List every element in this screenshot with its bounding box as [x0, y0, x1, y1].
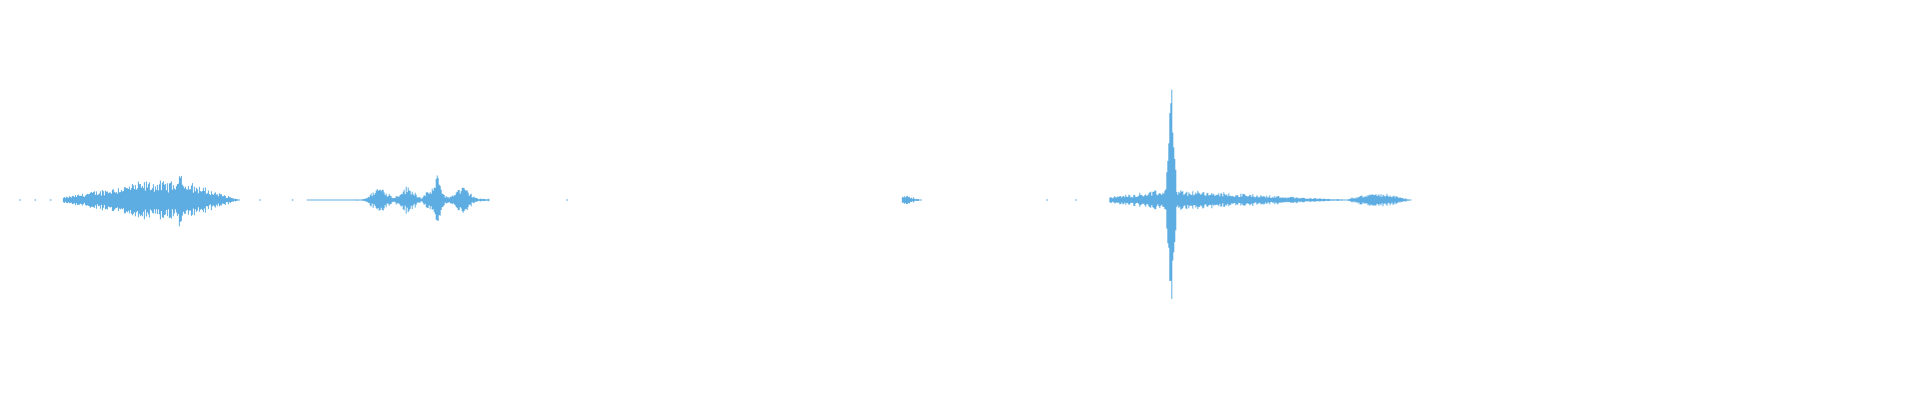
waveform-segment-3: [901, 195, 922, 205]
waveform-layer: [19, 89, 1412, 299]
waveform-segment-4: [1109, 89, 1345, 299]
waveform-segment-1: [62, 175, 240, 227]
waveform-path: [62, 175, 240, 227]
waveform-path: [306, 175, 490, 221]
waveform-segment-2: [306, 175, 490, 221]
waveform-path: [1109, 89, 1345, 299]
